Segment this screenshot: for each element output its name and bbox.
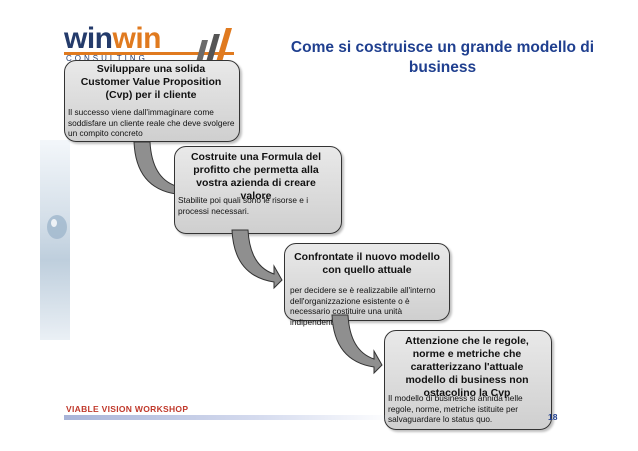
footer-divider (64, 415, 394, 420)
footer-label: VIABLE VISION WORKSHOP (66, 404, 189, 414)
step-2-card (174, 146, 342, 234)
curved-arrow-2-icon (231, 229, 283, 290)
step-2-text: Stabilite poi quali sono le risorse e i … (178, 195, 309, 216)
logo-bar-1 (196, 40, 208, 62)
step-3-card (284, 243, 450, 321)
step-1-title: Sviluppare una solida Customer Value Pro… (80, 63, 222, 101)
step-4-text: Il modello di business si annida nelle r… (388, 393, 523, 424)
slide-title: Come si costruisce un grande modello di … (290, 39, 595, 76)
step-4-card (384, 330, 552, 430)
logo-word-part2: win (112, 22, 162, 55)
step-3-title: Confrontate il nuovo modello con quello … (294, 251, 440, 276)
page-number: 18 (548, 412, 558, 422)
step-4-title: Attenzione che le regole, norme e metric… (405, 335, 529, 399)
logo-bar-2 (206, 34, 220, 62)
step-3-text: per decidere se è realizzabile all'inter… (290, 285, 436, 327)
logo-word-part1: win (64, 22, 113, 55)
water-image (40, 140, 70, 340)
step-1-card (64, 60, 240, 142)
logo-underline (64, 52, 234, 55)
step-1-text: Il successo viene dall'immaginare come s… (68, 107, 235, 138)
logo-bar-3 (216, 28, 232, 62)
curved-arrow-3-icon (331, 314, 383, 375)
logo-subtitle: CONSULTING (66, 54, 148, 63)
water-drop-icon (47, 215, 67, 239)
step-2-title: Costruite una Formula del profitto che p… (190, 151, 322, 202)
logo-bars-graphic (196, 28, 232, 62)
company-logo: winwin (64, 24, 161, 54)
